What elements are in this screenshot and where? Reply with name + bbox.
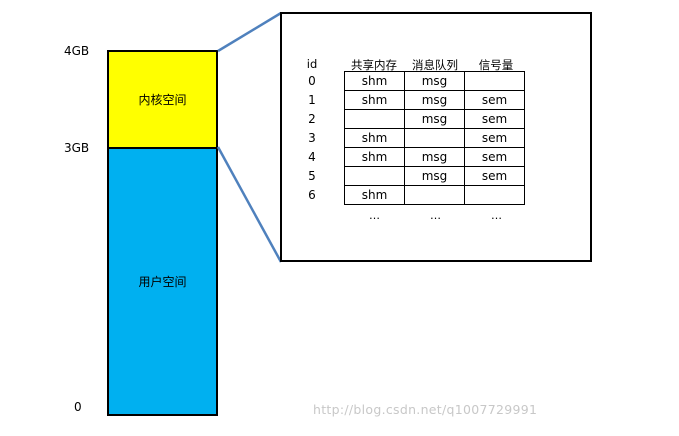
kernel-space-block: 内核空间 xyxy=(107,50,218,149)
address-label-4gb: 4GB xyxy=(64,44,90,58)
table-cell: shm xyxy=(344,128,405,148)
ipc-detail-box: id 共享内存 消息队列 信号量 0 1 2 3 4 5 6 shm msg s… xyxy=(280,12,592,262)
table-row: shm xyxy=(344,185,525,205)
table-cell: msg xyxy=(404,71,465,91)
table-row: msg sem xyxy=(344,166,525,186)
table-cell: msg xyxy=(404,109,465,129)
table-cell xyxy=(344,166,405,186)
table-cell xyxy=(404,185,465,205)
table-cell: shm xyxy=(344,71,405,91)
address-label-3gb: 3GB xyxy=(64,141,90,155)
row-id: 4 xyxy=(308,150,316,164)
table-cell: sem xyxy=(464,109,525,129)
table-row: shm msg sem xyxy=(344,90,525,110)
row-id: 2 xyxy=(308,112,316,126)
table-cell xyxy=(404,128,465,148)
table-cell: sem xyxy=(464,128,525,148)
table-header-id: id xyxy=(306,57,318,71)
table-cell: shm xyxy=(344,147,405,167)
table-cell: sem xyxy=(464,147,525,167)
row-id: 6 xyxy=(308,188,316,202)
table-cell: shm xyxy=(344,185,405,205)
row-id: 5 xyxy=(308,169,316,183)
table-row: shm msg sem xyxy=(344,147,525,167)
ellipsis-message-queue: … xyxy=(430,209,441,222)
watermark: http://blog.csdn.net/q1007729991 xyxy=(313,402,538,417)
table-row: shm msg xyxy=(344,71,525,91)
ellipsis-semaphore: … xyxy=(491,209,502,222)
table-cell: shm xyxy=(344,90,405,110)
address-label-0: 0 xyxy=(74,400,82,414)
table-cell xyxy=(464,71,525,91)
table-header-message-queue: 消息队列 xyxy=(412,58,458,72)
table-cell xyxy=(344,109,405,129)
kernel-space-label: 内核空间 xyxy=(138,93,187,107)
ipc-table: shm msg shm msg sem msg sem shm sem shm … xyxy=(344,71,525,205)
connector-line-bottom xyxy=(216,146,283,263)
row-id: 0 xyxy=(308,74,316,88)
table-cell: sem xyxy=(464,90,525,110)
table-header-semaphore: 信号量 xyxy=(478,58,514,72)
row-id: 3 xyxy=(308,131,316,145)
ellipsis-shared-memory: … xyxy=(369,209,380,222)
table-header-shared-memory: 共享内存 xyxy=(351,58,397,72)
table-cell xyxy=(464,185,525,205)
user-space-label: 用户空间 xyxy=(138,275,187,289)
table-cell: msg xyxy=(404,90,465,110)
table-cell: sem xyxy=(464,166,525,186)
table-row: msg sem xyxy=(344,109,525,129)
connector-line-top xyxy=(217,11,282,53)
table-cell: msg xyxy=(404,147,465,167)
table-cell: msg xyxy=(404,166,465,186)
table-row: shm sem xyxy=(344,128,525,148)
row-id: 1 xyxy=(308,93,316,107)
user-space-block: 用户空间 xyxy=(107,147,218,416)
